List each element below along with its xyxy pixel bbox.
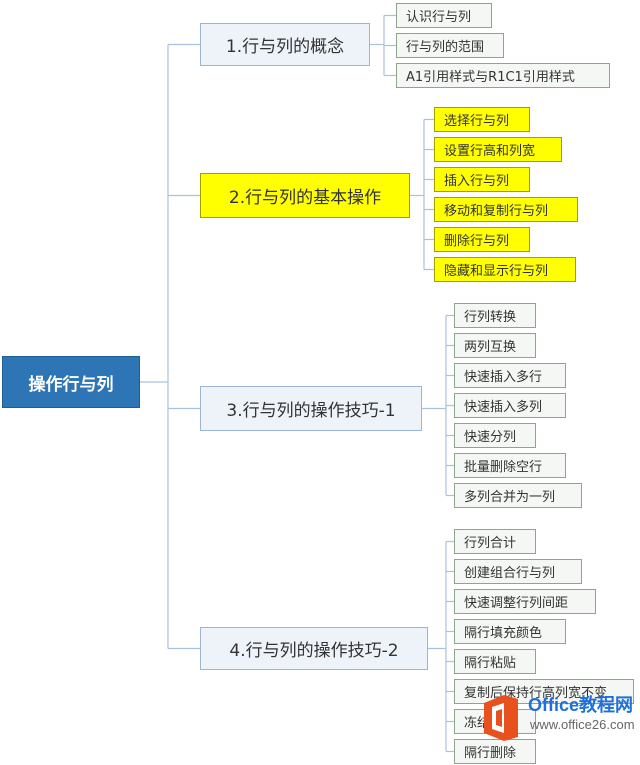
watermark-brand: Office教程网 bbox=[528, 695, 634, 715]
subtopic-4-6[interactable]: 复制后保持行高列宽不变 bbox=[454, 679, 634, 704]
subtopic-2-1[interactable]: 选择行与列 bbox=[434, 107, 530, 132]
subtopic-3-3[interactable]: 快速插入多行 bbox=[454, 363, 566, 388]
subtopic-2-3[interactable]: 插入行与列 bbox=[434, 167, 530, 192]
subtopic-2-6[interactable]: 隐藏和显示行与列 bbox=[434, 257, 576, 282]
subtopic-3-1[interactable]: 行列转换 bbox=[454, 303, 536, 328]
subtopic-4-5[interactable]: 隔行粘贴 bbox=[454, 649, 536, 674]
branch-topic-4[interactable]: 4.行与列的操作技巧-2 bbox=[200, 627, 428, 670]
subtopic-3-7[interactable]: 多列合并为一列 bbox=[454, 483, 582, 508]
subtopic-3-4[interactable]: 快速插入多列 bbox=[454, 393, 566, 418]
branch-topic-1[interactable]: 1.行与列的概念 bbox=[200, 23, 370, 66]
subtopic-4-8[interactable]: 隔行删除 bbox=[454, 739, 536, 764]
root-topic[interactable]: 操作行与列 bbox=[2, 356, 140, 408]
subtopic-2-2[interactable]: 设置行高和列宽 bbox=[434, 137, 562, 162]
subtopic-1-2[interactable]: 行与列的范围 bbox=[396, 33, 504, 58]
subtopic-3-6[interactable]: 批量删除空行 bbox=[454, 453, 566, 478]
subtopic-1-1[interactable]: 认识行与列 bbox=[396, 3, 492, 28]
office-logo-icon bbox=[484, 695, 518, 741]
branch-topic-3[interactable]: 3.行与列的操作技巧-1 bbox=[200, 386, 422, 431]
watermark-url: www.office26.com bbox=[530, 717, 635, 732]
subtopic-2-5[interactable]: 删除行与列 bbox=[434, 227, 530, 252]
subtopic-3-2[interactable]: 两列互换 bbox=[454, 333, 536, 358]
branch-topic-2[interactable]: 2.行与列的基本操作 bbox=[200, 173, 410, 218]
subtopic-4-1[interactable]: 行列合计 bbox=[454, 529, 536, 554]
subtopic-3-5[interactable]: 快速分列 bbox=[454, 423, 536, 448]
subtopic-4-4[interactable]: 隔行填充颜色 bbox=[454, 619, 566, 644]
subtopic-1-3[interactable]: A1引用样式与R1C1引用样式 bbox=[396, 63, 610, 88]
subtopic-4-3[interactable]: 快速调整行列间距 bbox=[454, 589, 596, 614]
watermark: Office教程网 www.office26.com bbox=[474, 685, 640, 765]
subtopic-2-4[interactable]: 移动和复制行与列 bbox=[434, 197, 578, 222]
subtopic-4-2[interactable]: 创建组合行与列 bbox=[454, 559, 582, 584]
